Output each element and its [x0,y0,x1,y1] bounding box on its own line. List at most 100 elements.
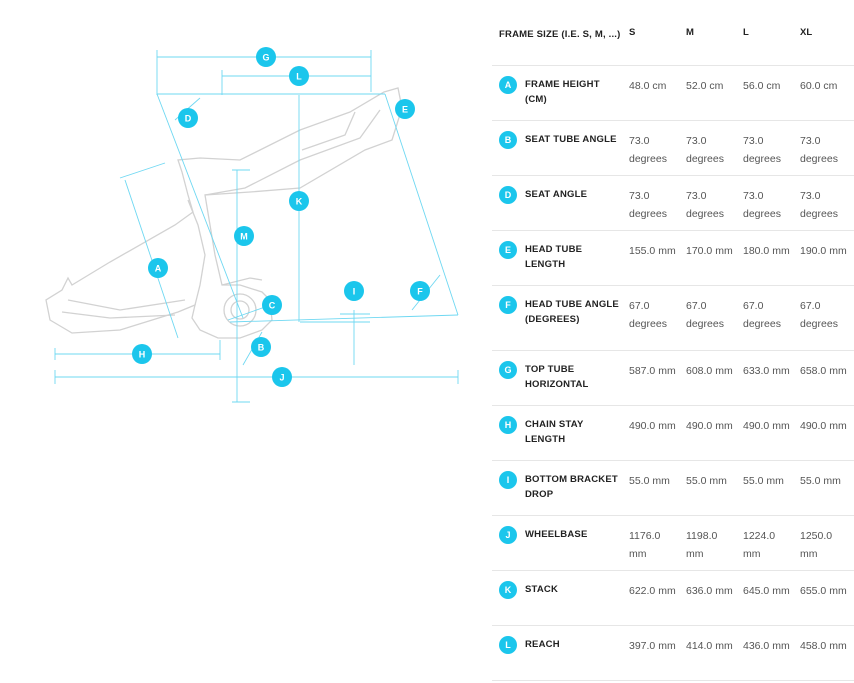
svg-text:L: L [296,72,302,82]
cell-m: 608.0 mm [686,365,733,377]
row-name: TOP TUBE HORIZONTAL [525,364,589,390]
table-row-head-tube-length: E HEAD TUBE LENGTH 155.0 mm 170.0 mm 180.… [492,231,854,286]
cell-s: 397.0 mm [629,640,676,652]
svg-text:K: K [296,197,303,207]
marker-g: G [256,47,276,67]
marker-m: M [234,226,254,246]
row-label: B SEAT TUBE ANGLE [492,121,622,175]
row-name: CHAIN STAY LENGTH [525,419,584,445]
table-row-chain-stay-length: H CHAIN STAY LENGTH 490.0 mm 490.0 mm 490… [492,406,854,461]
cell-m: 636.0 mm [686,585,733,597]
cell-xl: 190.0 mm [800,245,847,257]
badge-k: K [499,581,517,599]
header-size-m: M [686,27,694,38]
geometry-diagram: G L E D K M A C I F B H J [45,47,459,403]
row-label: D SEAT ANGLE [492,176,622,230]
badge-l: L [499,636,517,654]
row-name: FRAME HEIGHT (CM) [525,79,600,105]
header-frame-size: FRAME SIZE (I.E. S, M, ...) [499,29,621,40]
cell-l: 180.0 mm [743,245,790,257]
badge-h: H [499,416,517,434]
svg-text:H: H [139,350,146,360]
cell-xl: 655.0 mm [800,585,847,597]
cell-xl: 73.0 degrees [800,190,838,220]
cell-s: 67.0 degrees [629,300,667,330]
row-label: I BOTTOM BRACKET DROP [492,461,622,515]
badge-d: D [499,186,517,204]
cell-s: 48.0 cm [629,80,667,92]
svg-text:F: F [417,287,423,297]
marker-c: C [262,295,282,315]
header-size-xl: XL [800,27,813,38]
cell-m: 73.0 degrees [686,190,724,220]
row-label: A FRAME HEIGHT (CM) [492,66,622,120]
badge-j: J [499,526,517,544]
cell-s: 622.0 mm [629,585,676,597]
marker-b: B [251,337,271,357]
row-name: SEAT TUBE ANGLE [525,134,617,145]
cell-xl: 55.0 mm [800,475,841,487]
badge-a: A [499,76,517,94]
cell-s: 155.0 mm [629,245,676,257]
cell-l: 73.0 degrees [743,190,781,220]
table-row-bottom-bracket-drop: I BOTTOM BRACKET DROP 55.0 mm 55.0 mm 55.… [492,461,854,516]
cell-l: 436.0 mm [743,640,790,652]
marker-k: K [289,191,309,211]
row-name: HEAD TUBE LENGTH [525,244,583,270]
cell-s: 55.0 mm [629,475,670,487]
marker-l: L [289,66,309,86]
bike-frame-outline [45,87,403,339]
cell-m: 55.0 mm [686,475,727,487]
cell-m: 52.0 cm [686,80,724,92]
row-name: SEAT ANGLE [525,189,588,200]
marker-e: E [395,99,415,119]
cell-l: 1224.0 mm [743,530,776,560]
row-name: REACH [525,639,560,650]
marker-h: H [132,344,152,364]
cell-s: 73.0 degrees [629,135,667,165]
badge-i: I [499,471,517,489]
row-name: WHEELBASE [525,529,588,540]
cell-m: 170.0 mm [686,245,733,257]
marker-d: D [178,108,198,128]
svg-text:J: J [279,373,284,383]
badge-f: F [499,296,517,314]
row-name: BOTTOM BRACKET DROP [525,474,618,500]
cell-l: 645.0 mm [743,585,790,597]
row-label: H CHAIN STAY LENGTH [492,406,622,460]
cell-xl: 73.0 degrees [800,135,838,165]
table-header: FRAME SIZE (I.E. S, M, ...) S M L XL [492,12,854,66]
marker-i: I [344,281,364,301]
cell-s: 490.0 mm [629,420,676,432]
row-label: J WHEELBASE [492,516,622,570]
cell-m: 73.0 degrees [686,135,724,165]
svg-text:I: I [353,287,356,297]
cell-l: 490.0 mm [743,420,790,432]
cell-l: 55.0 mm [743,475,784,487]
cell-s: 587.0 mm [629,365,676,377]
row-label: L REACH [492,626,622,680]
cell-l: 73.0 degrees [743,135,781,165]
cell-l: 56.0 cm [743,80,781,92]
svg-text:B: B [258,343,265,353]
row-label: E HEAD TUBE LENGTH [492,231,622,285]
badge-b: B [499,131,517,149]
badge-e: E [499,241,517,259]
table-row-frame-height: A FRAME HEIGHT (CM) 48.0 cm 52.0 cm 56.0 … [492,66,854,121]
header-size-s: S [629,27,636,38]
cell-m: 490.0 mm [686,420,733,432]
svg-text:E: E [402,105,408,115]
marker-a: A [148,258,168,278]
cell-xl: 1250.0 mm [800,530,833,560]
cell-m: 67.0 degrees [686,300,724,330]
svg-text:M: M [240,232,248,242]
